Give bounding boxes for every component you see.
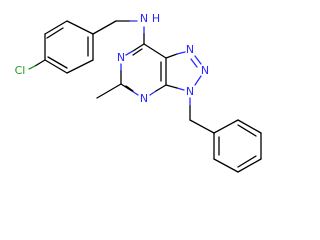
bond [132, 43, 145, 52]
pyrimidine-ring [120, 43, 167, 96]
bond [176, 87, 185, 91]
bond [155, 84, 167, 92]
bond [66, 20, 94, 35]
bond [176, 51, 186, 55]
triazole-nitrogen-3-label: N [186, 85, 194, 98]
bond [44, 20, 68, 35]
amine-nitrogen-label: N [140, 12, 148, 25]
bond [125, 85, 134, 92]
bond [143, 43, 167, 59]
triazole-nitrogen-2-label: N [201, 64, 209, 77]
bond [46, 27, 64, 39]
bond [131, 90, 139, 96]
bond [44, 59, 68, 74]
bond [125, 50, 134, 56]
bond [194, 75, 202, 86]
bond [92, 20, 117, 35]
bond [165, 53, 178, 59]
bond [149, 90, 157, 96]
bond [120, 83, 133, 92]
bond [194, 55, 202, 65]
bond [237, 124, 257, 137]
bond [165, 84, 178, 89]
triazole-ring [165, 51, 202, 91]
chlorophenyl-ring [28, 20, 94, 74]
bond [237, 158, 262, 173]
bond [96, 83, 122, 99]
triazole-nitrogen-1-label: N [186, 43, 194, 56]
pyrimidine-nitrogen-bottom-label: N [140, 92, 148, 105]
bond [237, 155, 257, 168]
bond [237, 119, 262, 134]
bond [132, 48, 143, 56]
phenyl-ring [213, 119, 262, 173]
bond [66, 59, 94, 74]
bond [190, 58, 198, 68]
bond [213, 158, 239, 173]
bond [213, 119, 239, 134]
bond [34, 59, 46, 67]
chemical-structure-diagram: N H Cl N N N N N [15, 12, 262, 173]
bond [47, 56, 68, 69]
bond [189, 119, 215, 134]
amine-hydrogen-label: H [152, 12, 160, 25]
chlorine-label: Cl [15, 64, 26, 77]
pyrimidine-nitrogen-left-label: N [117, 51, 125, 64]
bond [28, 65, 36, 70]
